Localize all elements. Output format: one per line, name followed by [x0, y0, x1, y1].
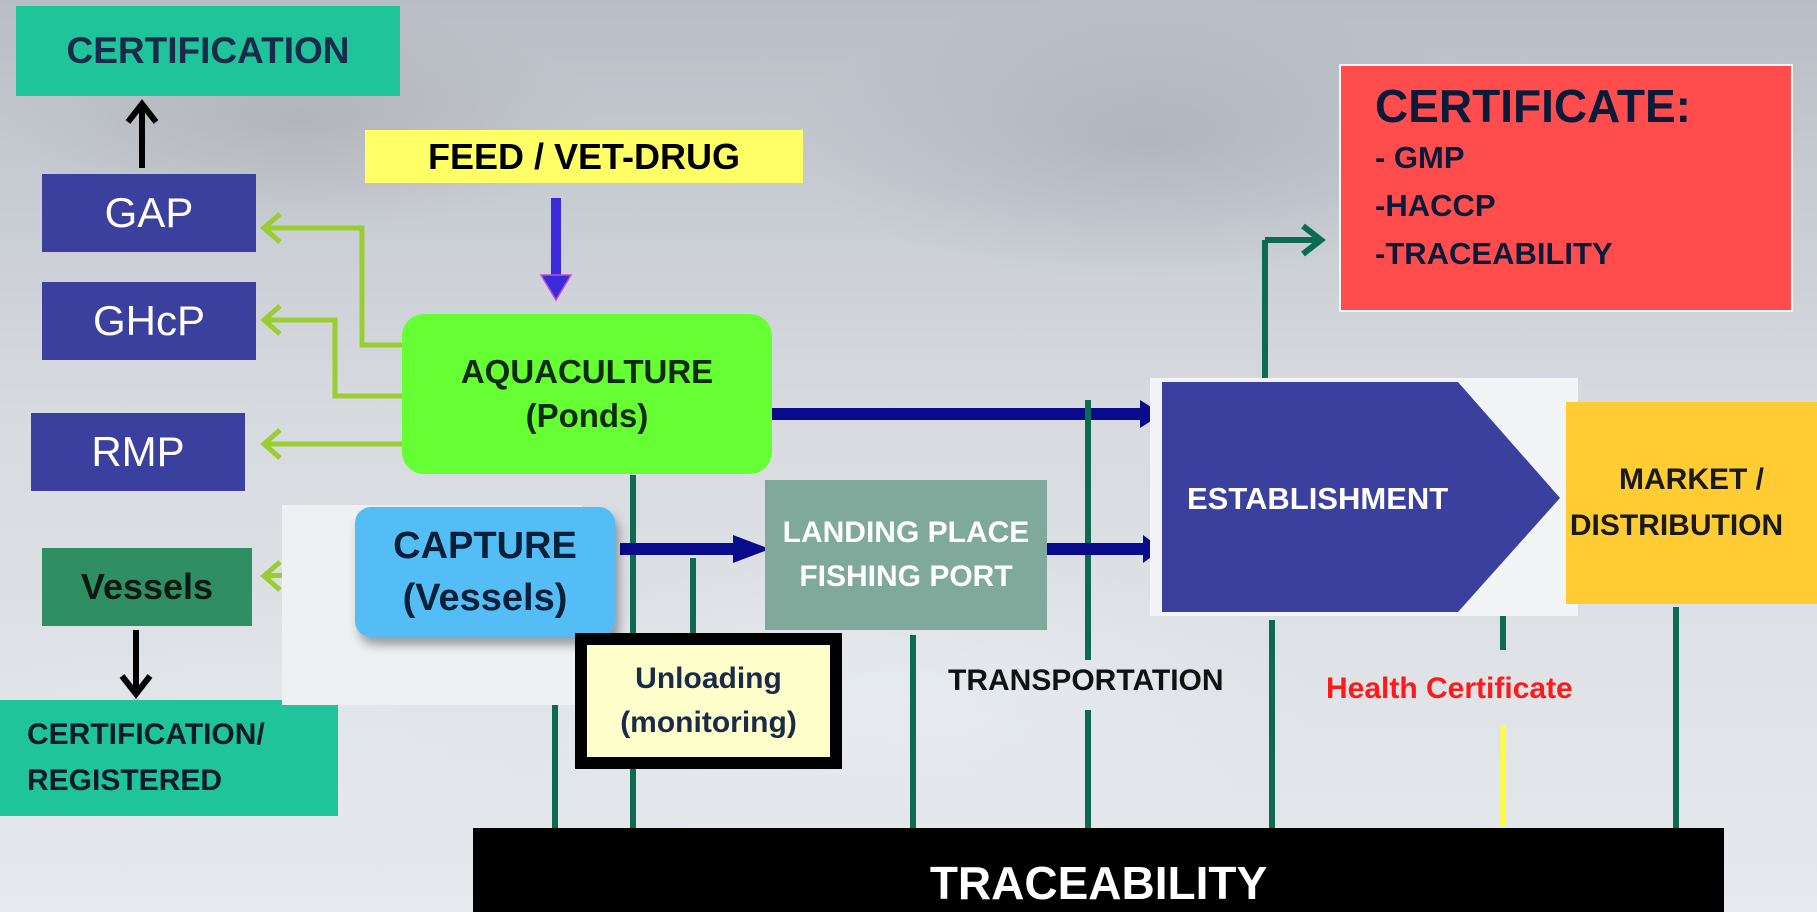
feed-arrow-shaft	[551, 198, 561, 278]
landing-line2: FISHING PORT	[799, 560, 1013, 593]
rmp-label: RMP	[91, 428, 185, 475]
traceability-bar: TRACEABILITY	[473, 828, 1724, 912]
traceability-label: TRACEABILITY	[929, 857, 1268, 909]
capture-box: CAPTURE (Vessels)	[355, 507, 615, 637]
capture-line2: (Vessels)	[402, 577, 568, 619]
vessels-box: Vessels	[42, 548, 252, 626]
market-line2: DISTRIBUTION	[1569, 509, 1784, 542]
certificate-item-gmp: - GMP	[1375, 140, 1465, 175]
certificate-box: CERTIFICATE: - GMP -HACCP -TRACEABILITY	[1339, 64, 1793, 312]
aquaculture-line2: (Ponds)	[525, 397, 649, 434]
certificate-title: CERTIFICATE:	[1375, 80, 1692, 132]
vessels-label: Vessels	[80, 566, 214, 607]
aqua-to-gap-arrow	[266, 225, 402, 348]
market-box: MARKET / DISTRIBUTION	[1566, 402, 1817, 604]
gap-box: GAP	[42, 174, 256, 252]
certification-registered-line2: REGISTERED	[27, 764, 223, 797]
certificate-item-haccp: -HACCP	[1375, 188, 1496, 223]
aquaculture-box: AQUACULTURE (Ponds)	[402, 314, 772, 474]
certification-top-label: CERTIFICATION	[66, 30, 350, 71]
certificate-arrow-head	[1301, 223, 1326, 257]
certification-top-box: CERTIFICATION	[16, 6, 400, 96]
unloading-box: Unloading (monitoring)	[575, 633, 842, 769]
unloading-line2: (monitoring)	[620, 706, 797, 739]
aqua-to-ghcp-arrow	[266, 317, 402, 399]
certificate-item-traceability: -TRACEABILITY	[1375, 236, 1613, 271]
capture-line1: CAPTURE	[393, 525, 577, 567]
aquaculture-line1: AQUACULTURE	[460, 353, 714, 390]
feed-box: FEED / VET-DRUG	[365, 130, 803, 183]
ghcp-label: GHcP	[92, 297, 205, 344]
landing-line1: LANDING PLACE	[782, 516, 1030, 549]
unloading-line1: Unloading	[635, 662, 782, 695]
market-line1: MARKET /	[1619, 463, 1764, 496]
capture-to-landing-shaft	[620, 543, 735, 555]
landing-box: LANDING PLACE FISHING PORT	[765, 480, 1047, 630]
gap-label: GAP	[104, 189, 194, 236]
capture-to-landing-head	[733, 535, 770, 563]
certification-registered-line1: CERTIFICATION/	[27, 718, 265, 751]
ghcp-box: GHcP	[42, 282, 256, 360]
rmp-box: RMP	[31, 413, 245, 491]
certification-registered-box: CERTIFICATION/ REGISTERED	[0, 700, 338, 816]
establishment-label: ESTABLISHMENT	[1187, 481, 1449, 516]
feed-arrow-head	[539, 274, 573, 302]
aqua-to-est-shaft	[755, 408, 1143, 420]
feed-label: FEED / VET-DRUG	[427, 135, 741, 177]
health-certificate-label: Health Certificate	[1326, 672, 1573, 705]
transportation-label: TRANSPORTATION	[948, 664, 1224, 697]
landing-to-est-shaft	[1047, 543, 1145, 555]
